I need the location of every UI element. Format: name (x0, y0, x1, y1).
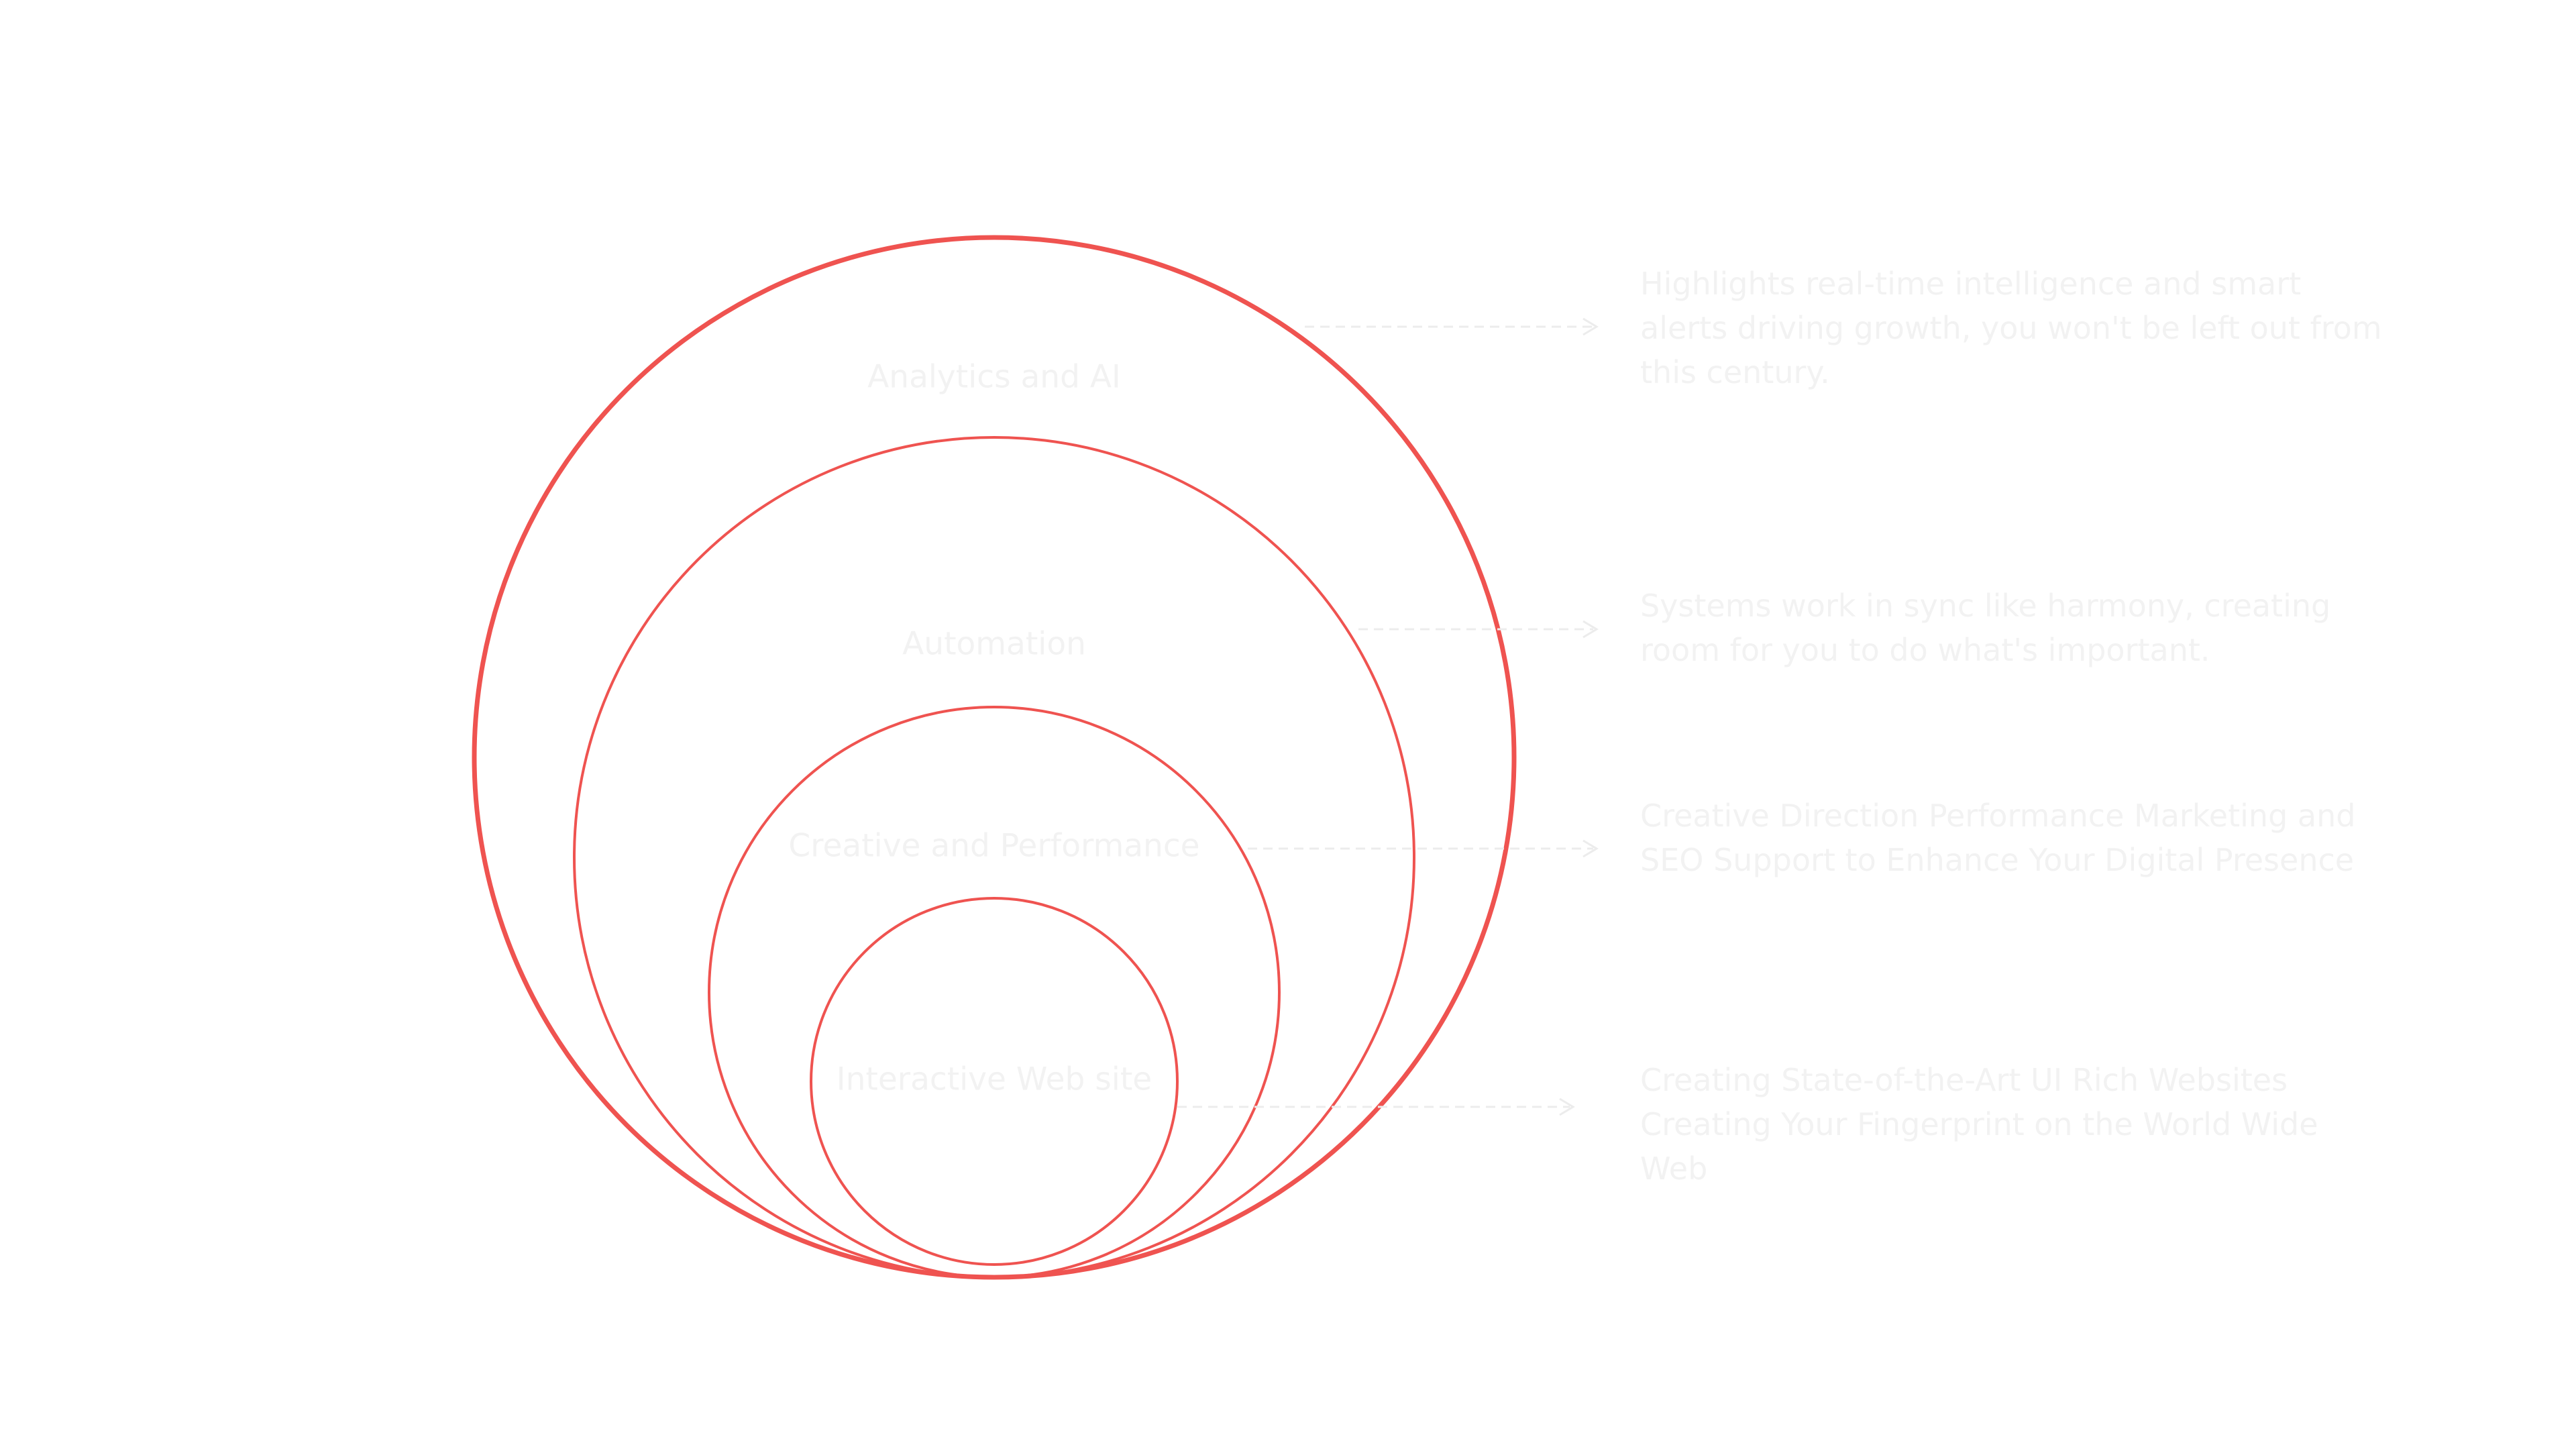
ring-interactive-web-site (810, 897, 1179, 1266)
layer-description-interactive-web-site: Creating State-of-the-Art UI Rich Websit… (1640, 1062, 2318, 1187)
connector-automation (1358, 620, 1599, 639)
layer-label-creative-and-performance: Creative and Performance (788, 828, 1199, 865)
layer-label-analytics-and-ai: Analytics and AI (867, 359, 1121, 396)
connector-creative-and-performance (1248, 839, 1599, 858)
ring-creative-and-performance (708, 706, 1281, 1279)
layer-description-creative-and-performance: Creative Direction Performance Marketing… (1640, 798, 2356, 878)
layer-description-analytics-and-ai: Highlights real-time intelligence and sm… (1640, 266, 2382, 390)
connector-analytics-and-ai (1305, 317, 1599, 336)
layer-description-automation: Systems work in sync like harmony, creat… (1640, 588, 2331, 668)
layer-label-automation: Automation (902, 626, 1086, 663)
connector-interactive-web-site (1177, 1097, 1575, 1116)
layer-label-interactive-web-site: Interactive Web site (837, 1061, 1152, 1098)
